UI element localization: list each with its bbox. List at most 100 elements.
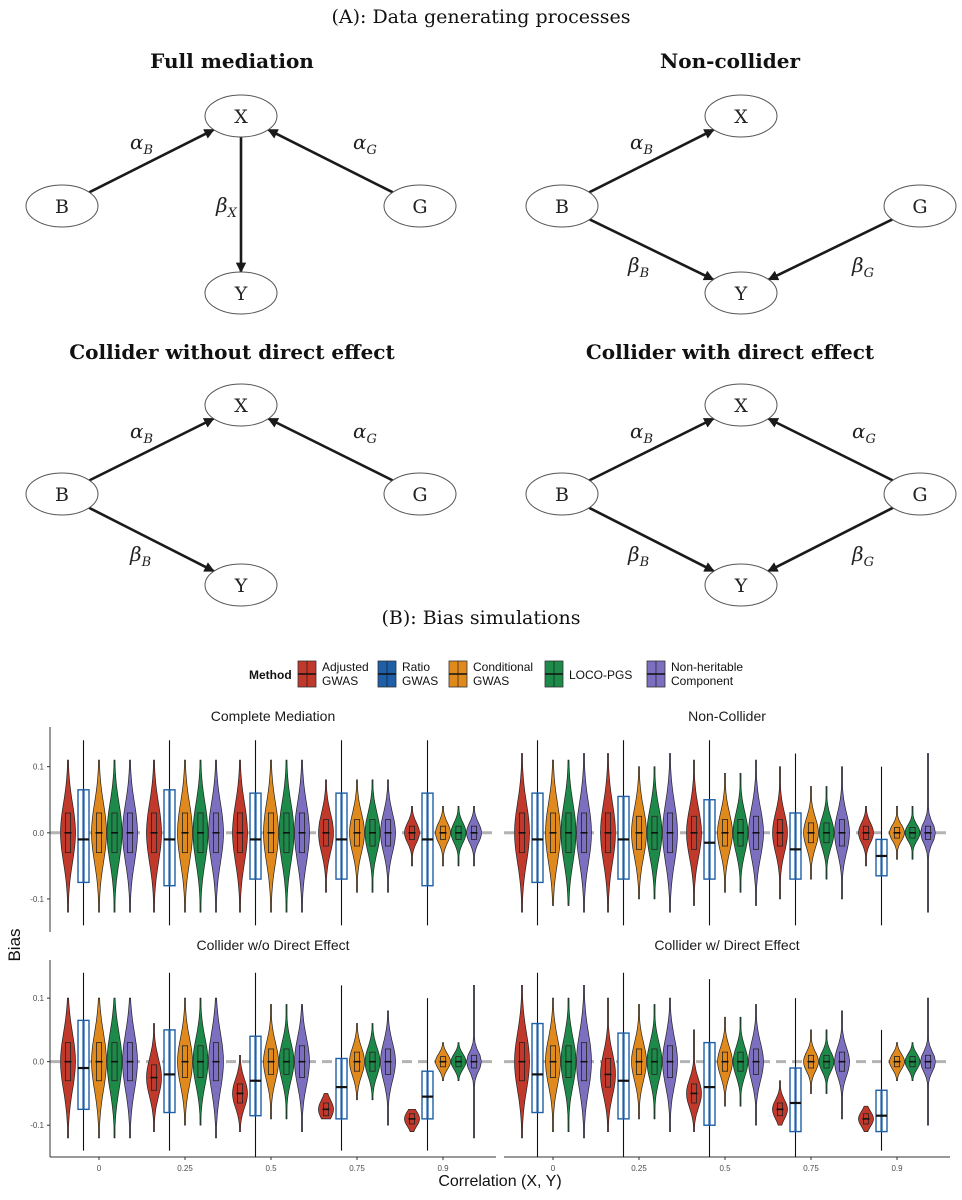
violin bbox=[834, 1010, 850, 1120]
mark-0.75-3 bbox=[818, 786, 835, 880]
violin bbox=[404, 806, 420, 867]
edge-arrow bbox=[767, 218, 893, 281]
node-y bbox=[204, 563, 278, 607]
edge-arrow bbox=[88, 506, 215, 573]
mark-0-0 bbox=[60, 759, 76, 913]
section-a-title: (A): Data generating processes bbox=[331, 6, 630, 28]
mark-0.5-0 bbox=[232, 759, 248, 913]
y-tick-label: 0.0 bbox=[33, 829, 45, 838]
mark-0-2 bbox=[545, 759, 561, 906]
mark-0.75-1 bbox=[335, 740, 348, 926]
mark-0.9-4 bbox=[920, 753, 936, 913]
section-b-title: (B): Bias simulations bbox=[381, 607, 580, 629]
violin bbox=[106, 759, 123, 913]
mark-0.5-1 bbox=[249, 740, 262, 926]
mark-0.5-2 bbox=[263, 1004, 279, 1120]
mark-0.5-1 bbox=[703, 979, 716, 1157]
node-label: X bbox=[234, 395, 248, 417]
dag-title: Full mediation bbox=[150, 49, 314, 73]
mark-0.25-1 bbox=[617, 972, 630, 1157]
x-tick-label: 0.25 bbox=[631, 1164, 647, 1173]
violin bbox=[106, 997, 123, 1139]
node-g bbox=[383, 184, 457, 228]
violin bbox=[686, 1029, 702, 1132]
mark-0.5-0 bbox=[686, 759, 702, 906]
mark-0-4 bbox=[576, 985, 592, 1139]
mark-0.75-2 bbox=[349, 1023, 365, 1101]
y-tick-label: 0.0 bbox=[33, 1058, 45, 1067]
mark-0.25-1 bbox=[163, 972, 176, 1151]
mark-0.9-2 bbox=[889, 806, 905, 860]
mark-0-3 bbox=[106, 759, 123, 913]
node-label: Y bbox=[234, 283, 248, 305]
mark-0.9-1 bbox=[421, 998, 434, 1151]
node-label: X bbox=[734, 106, 748, 128]
mark-0.9-4 bbox=[466, 985, 482, 1139]
mark-0.5-2 bbox=[263, 759, 279, 913]
mark-0.25-2 bbox=[631, 766, 647, 900]
x-tick-label: 0.75 bbox=[803, 1164, 819, 1173]
mark-0.5-2 bbox=[717, 1016, 733, 1107]
mark-0.9-1 bbox=[875, 766, 888, 926]
y-axis-label: Bias bbox=[5, 928, 24, 961]
mark-0.9-1 bbox=[875, 1029, 888, 1151]
x-tick-label: 0 bbox=[551, 1164, 556, 1173]
mark-0.25-2 bbox=[631, 1004, 647, 1120]
mark-0.9-3 bbox=[904, 1042, 921, 1082]
mark-0.9-2 bbox=[435, 1042, 451, 1082]
node-label: X bbox=[234, 106, 248, 128]
mark-0.9-0 bbox=[404, 806, 420, 867]
mark-0.5-4 bbox=[748, 1004, 764, 1126]
violin bbox=[232, 759, 248, 913]
node-label: X bbox=[734, 395, 748, 417]
node-x bbox=[704, 383, 778, 427]
mark-0.75-4 bbox=[380, 779, 396, 893]
mark-0.5-3 bbox=[278, 1004, 295, 1120]
mark-0.5-3 bbox=[732, 772, 749, 893]
violin bbox=[404, 1108, 420, 1132]
node-y bbox=[704, 271, 778, 315]
mark-0.9-4 bbox=[920, 997, 936, 1126]
violin bbox=[60, 759, 76, 913]
edge-label: αG bbox=[852, 419, 876, 447]
legend-key: LOCO-PGS bbox=[544, 660, 632, 688]
violin bbox=[466, 806, 482, 867]
mark-0.75-0 bbox=[318, 779, 334, 893]
node-label: B bbox=[55, 196, 69, 218]
node-label: Y bbox=[734, 575, 748, 597]
violin bbox=[545, 997, 561, 1132]
mark-0.9-0 bbox=[858, 1105, 874, 1132]
edge-label: βG bbox=[851, 253, 874, 281]
node-label: G bbox=[912, 196, 927, 218]
edge-label: βB bbox=[129, 542, 151, 570]
mark-0.75-2 bbox=[803, 1029, 819, 1094]
node-label: B bbox=[555, 196, 569, 218]
violin bbox=[278, 759, 295, 913]
violin bbox=[208, 759, 224, 913]
mark-0.25-2 bbox=[177, 997, 193, 1126]
mark-0.75-0 bbox=[318, 1093, 334, 1120]
mark-0.25-3 bbox=[646, 1004, 663, 1120]
mark-0.75-1 bbox=[789, 753, 802, 926]
x-tick-label: 0.75 bbox=[349, 1164, 365, 1173]
y-tick-label: 0.1 bbox=[33, 994, 45, 1003]
edge-arrow bbox=[589, 218, 715, 281]
mark-0.9-3 bbox=[450, 1042, 467, 1082]
x-tick-label: 0.5 bbox=[265, 1164, 277, 1173]
node-label: G bbox=[412, 196, 427, 218]
mark-0-3 bbox=[560, 759, 577, 906]
x-tick-label: 0 bbox=[97, 1164, 102, 1173]
panel-title: Collider w/ Direct Effect bbox=[654, 937, 799, 953]
mark-0.9-3 bbox=[904, 806, 921, 860]
mark-0.25-3 bbox=[192, 759, 209, 913]
violin bbox=[435, 806, 451, 867]
